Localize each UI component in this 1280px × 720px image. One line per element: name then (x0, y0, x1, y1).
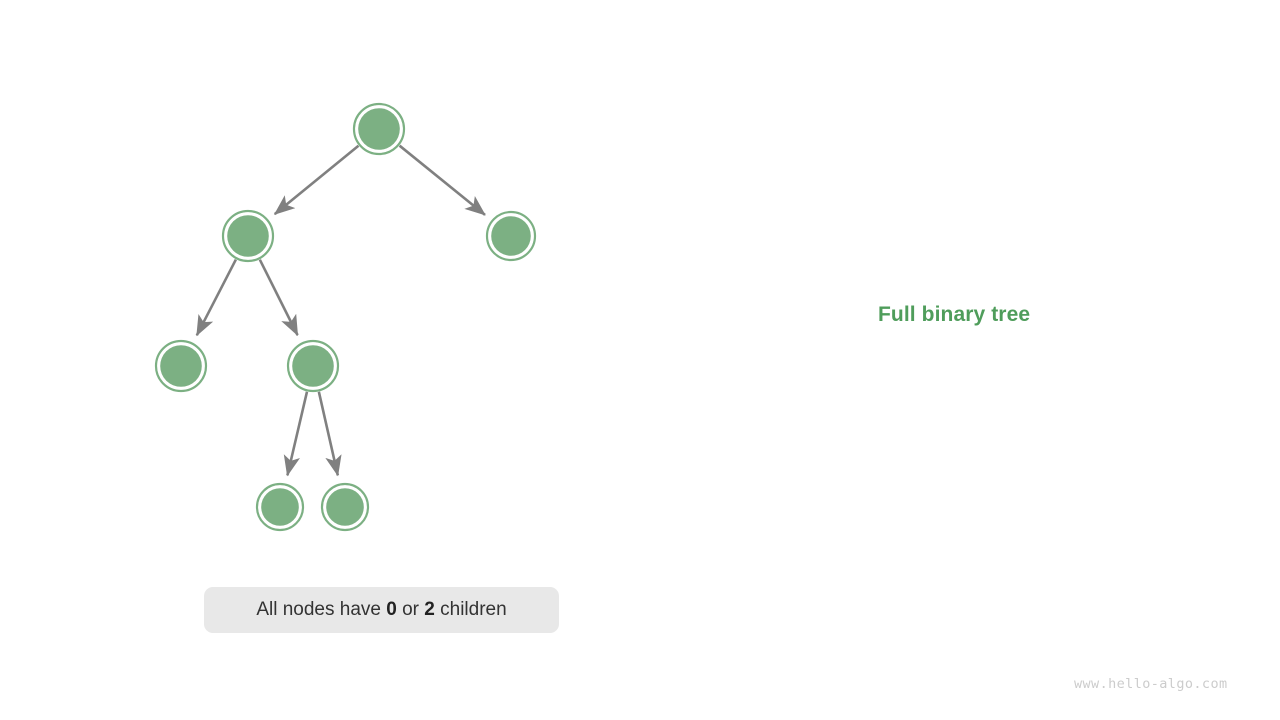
caption-badge: All nodes have 0 or 2 children (204, 587, 559, 633)
node-outer-ring (255, 482, 305, 532)
node-gap-ring (488, 213, 534, 259)
tree-edge (317, 391, 342, 477)
tree-edge (195, 258, 238, 337)
node-outer-ring (154, 339, 208, 393)
node-disc (326, 488, 364, 526)
node-outer-ring (286, 339, 340, 393)
node-gap-ring (157, 342, 205, 390)
node-disc (358, 108, 400, 150)
tree-edge (283, 391, 309, 477)
tree-edge-layer (195, 144, 486, 477)
tree-node (286, 339, 340, 393)
tree-node (485, 210, 537, 262)
tree-edge (273, 144, 360, 216)
caption-bold-zero: 0 (386, 599, 397, 620)
page-title: Full binary tree (878, 303, 1031, 326)
node-gap-ring (355, 105, 403, 153)
tree-node (320, 482, 370, 532)
tree-node (352, 102, 406, 156)
caption-middle: or (396, 599, 425, 620)
node-gap-ring (224, 212, 272, 260)
site-watermark: www.hello-algo.com (1074, 676, 1228, 692)
tree-node (154, 339, 208, 393)
caption-text: All nodes have 0 or 2 children (256, 599, 506, 621)
node-outer-ring (485, 210, 537, 262)
caption-bold-two: 2 (424, 599, 435, 620)
node-disc (160, 345, 202, 387)
node-gap-ring (289, 342, 337, 390)
node-outer-ring (320, 482, 370, 532)
tree-node (255, 482, 305, 532)
caption-suffix: children (434, 599, 507, 620)
tree-edge (398, 144, 486, 216)
tree-edge (258, 259, 299, 337)
node-outer-ring (352, 102, 406, 156)
caption-prefix: All nodes have (256, 599, 387, 620)
node-disc (261, 488, 299, 526)
node-disc (292, 345, 334, 387)
node-gap-ring (323, 485, 367, 529)
node-disc (491, 216, 531, 256)
node-gap-ring (258, 485, 302, 529)
node-outer-ring (221, 209, 275, 263)
node-disc (227, 215, 269, 257)
tree-node-layer (154, 102, 537, 532)
tree-node (221, 209, 275, 263)
